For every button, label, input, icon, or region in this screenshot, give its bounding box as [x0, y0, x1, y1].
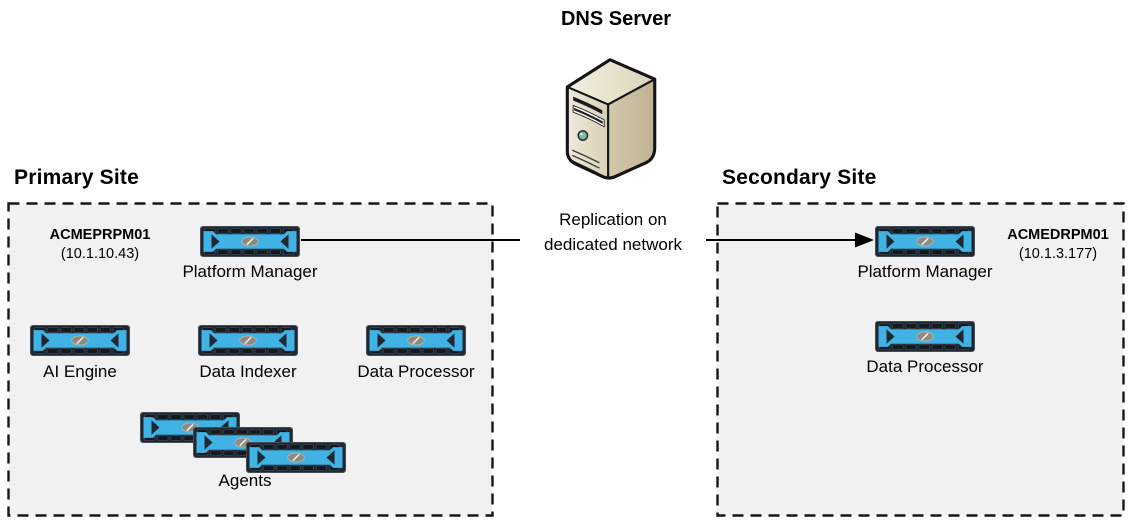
secondary-platform-manager-appliance-icon	[875, 226, 975, 257]
primary-platform-manager-label: Platform Manager	[182, 262, 318, 281]
secondary-data-processor-appliance-icon	[875, 321, 975, 352]
ai-engine-label: AI Engine	[43, 362, 117, 381]
dns-server-title: DNS Server	[560, 8, 672, 30]
primary-site-title: Primary Site	[14, 166, 139, 189]
primary-host-ip: (10.1.10.43)	[60, 246, 140, 262]
data-indexer-label: Data Indexer	[199, 362, 297, 381]
secondary-host-ip: (10.1.3.177)	[1018, 246, 1098, 262]
agents-label: Agents	[218, 471, 272, 490]
secondary-host-label: ACMEDRPM01 (10.1.3.177)	[983, 226, 1131, 264]
data-indexer-appliance-icon	[198, 325, 298, 356]
replication-label-line1: Replication on	[559, 210, 667, 229]
secondary-site-title: Secondary Site	[722, 166, 877, 189]
primary-host-label: ACMEPRPM01 (10.1.10.43)	[25, 226, 175, 264]
primary-data-processor-label: Data Processor	[357, 362, 475, 381]
replication-label-line2: dedicated network	[544, 235, 682, 254]
primary-host-name: ACMEPRPM01	[49, 227, 151, 243]
ai-engine-appliance-icon	[30, 325, 130, 356]
platform-manager-appliance-icon	[200, 226, 300, 257]
data-processor-appliance-icon	[366, 325, 466, 356]
secondary-data-processor-label: Data Processor	[866, 357, 984, 376]
agent-appliance-icon-3	[246, 442, 346, 473]
secondary-host-name: ACMEDRPM01	[1007, 227, 1109, 243]
secondary-platform-manager-label: Platform Manager	[857, 262, 993, 281]
replication-label: Replication on dedicated network	[520, 206, 706, 258]
dns-server-icon	[553, 51, 671, 187]
